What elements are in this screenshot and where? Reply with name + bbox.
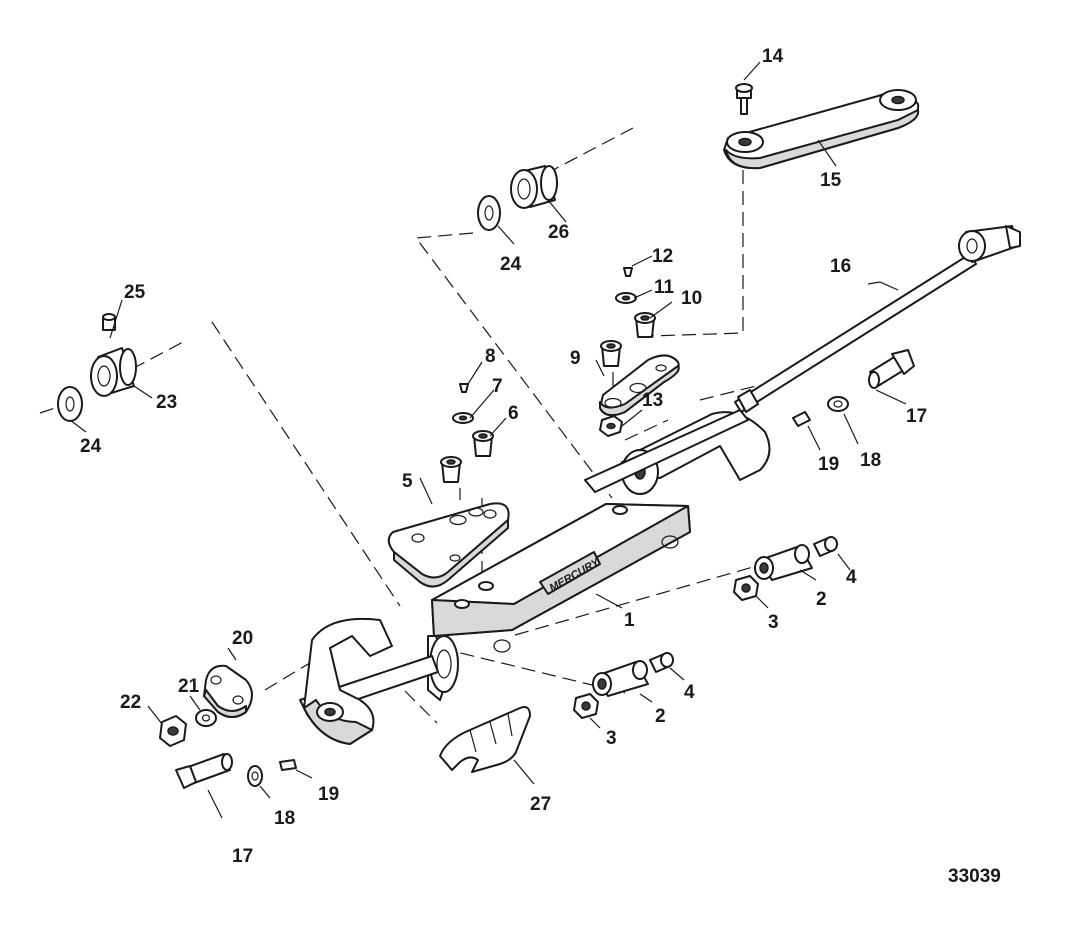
callout-2-upper: 2 — [816, 589, 827, 610]
callout-2-lower: 2 — [655, 706, 666, 727]
nut-part-13 — [599, 415, 623, 437]
pin-part-19-right — [792, 411, 811, 427]
bolt-part-14 — [735, 83, 753, 115]
callout-19-left: 19 — [318, 784, 339, 805]
washer-part-21 — [195, 709, 217, 727]
callout-15: 15 — [820, 170, 842, 191]
assembly-guide-lines — [39, 127, 761, 724]
callout-24-upper: 24 — [500, 254, 522, 275]
callout-8: 8 — [485, 346, 496, 367]
callout-4-lower: 4 — [684, 682, 695, 703]
callout-23: 23 — [156, 392, 177, 413]
bushing-part-10 — [634, 312, 656, 338]
callout-9: 9 — [570, 348, 581, 369]
nut-part-3-lower — [573, 693, 599, 719]
callout-27: 27 — [530, 794, 551, 815]
cylinder-part-1: MERCURY — [299, 409, 771, 745]
washer-part-24-upper — [477, 195, 501, 231]
callout-labels: 1 2 2 3 3 4 4 5 6 7 8 9 10 11 12 13 14 1… — [80, 46, 927, 867]
sleeve-part-26 — [510, 165, 558, 209]
callout-3-upper: 3 — [768, 612, 779, 633]
callout-12: 12 — [652, 246, 673, 267]
figure-number: 33039 — [948, 866, 1001, 887]
lock-ring-part-18-right — [827, 396, 849, 412]
cap-part-4-lower — [649, 652, 674, 673]
callout-22: 22 — [120, 692, 141, 713]
callout-24-left: 24 — [80, 436, 102, 457]
cap-part-4-upper — [813, 536, 838, 557]
bushing-part-9-post — [600, 340, 622, 367]
callout-18-right: 18 — [860, 450, 881, 471]
screw-part-8 — [459, 383, 469, 393]
screw-part-12 — [623, 267, 633, 277]
callout-11: 11 — [654, 277, 675, 298]
callout-14: 14 — [762, 46, 784, 67]
leader-lines — [69, 61, 907, 819]
set-screw-part-25 — [102, 313, 116, 331]
lock-ring-part-18-left — [247, 765, 263, 787]
boot-part-27 — [439, 706, 531, 773]
callout-21: 21 — [178, 676, 200, 697]
washer-part-11 — [615, 292, 637, 304]
bolt-part-17-right — [868, 349, 915, 389]
bushing-part-5-post — [440, 456, 462, 483]
link-arm-part-15 — [723, 89, 920, 170]
callout-3-lower: 3 — [606, 728, 617, 749]
fitting-part-2-lower — [592, 660, 649, 697]
pin-part-19-left — [279, 759, 297, 771]
washer-part-7 — [452, 412, 474, 424]
callout-4-upper: 4 — [846, 567, 857, 588]
callout-16: 16 — [830, 256, 851, 277]
callout-10: 10 — [681, 288, 702, 309]
tie-bar-part-16 — [734, 225, 1021, 413]
nut-part-22 — [159, 715, 187, 747]
callout-13: 13 — [642, 390, 663, 411]
plate-part-9 — [599, 354, 680, 417]
callout-19-right: 19 — [818, 454, 839, 475]
callout-25: 25 — [124, 282, 146, 303]
callout-20: 20 — [232, 628, 253, 649]
link-plate-part-20 — [203, 664, 253, 718]
nut-part-3-upper — [733, 575, 759, 601]
callout-17-right: 17 — [906, 406, 927, 427]
callout-26: 26 — [548, 222, 569, 243]
plate-part-5 — [387, 502, 510, 588]
collar-part-23 — [90, 347, 137, 397]
callout-6: 6 — [508, 403, 519, 424]
bushing-part-6 — [472, 430, 494, 457]
callout-7: 7 — [492, 376, 503, 397]
callout-1: 1 — [624, 610, 635, 631]
callout-17-left: 17 — [232, 846, 253, 867]
washer-part-24-left — [57, 386, 83, 422]
callout-5: 5 — [402, 471, 413, 492]
fitting-part-2-upper — [754, 544, 813, 581]
bolt-part-17-left — [175, 753, 233, 789]
callout-18-left: 18 — [274, 808, 295, 829]
